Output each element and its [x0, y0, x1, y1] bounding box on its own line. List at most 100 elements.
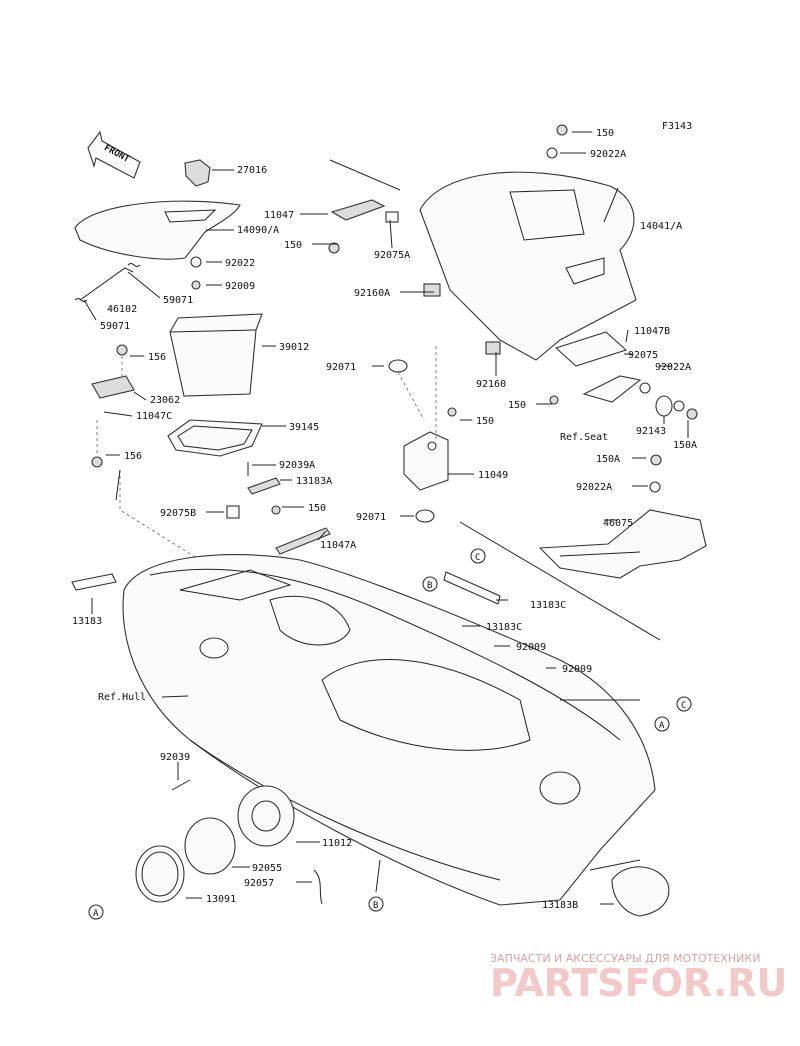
part-label: 92057 [244, 878, 274, 889]
seat-hinge-part [582, 375, 642, 403]
part-label: 92022A [655, 362, 691, 373]
callout-C-hull: C [676, 696, 692, 712]
part-label: 92039A [279, 460, 315, 471]
part-label: 92143 [636, 426, 666, 437]
bolt-92009-part [191, 280, 201, 290]
part-label: 92160A [354, 288, 390, 299]
part-label: 13183C [486, 622, 522, 633]
part-label: 13183B [542, 900, 578, 911]
washer-92022-part [190, 256, 202, 268]
part-label: 150A [673, 440, 697, 451]
latch-23062-part [91, 375, 135, 399]
part-label: 39145 [289, 422, 319, 433]
part-label: 156 [124, 451, 142, 462]
callout-B-strap: B [422, 576, 438, 592]
part-label: 11047B [634, 326, 670, 337]
gasket-39145-part [167, 419, 263, 457]
collar-92143-part [655, 395, 673, 417]
part-label: 46102 [107, 304, 137, 315]
spring-59071-part [127, 263, 141, 267]
watermark-tagline: ЗАПЧАСТИ И АКСЕССУАРЫ ДЛЯ МОТОТЕХНИКИ [490, 952, 760, 965]
part-label: 92075B [160, 508, 196, 519]
clip-27016-part [184, 159, 211, 187]
bolt-150A-r-part [686, 408, 698, 420]
part-label: 150 [596, 128, 614, 139]
part-label: 92071 [326, 362, 356, 373]
part-label: 92055 [252, 863, 282, 874]
part-label: 150 [476, 416, 494, 427]
part-label: 92071 [356, 512, 386, 523]
part-label: 92009 [516, 642, 546, 653]
part-label: 39012 [279, 342, 309, 353]
leader-lines [83, 131, 689, 905]
bracket-11047B-part [554, 331, 628, 367]
cap-92075-part [639, 382, 651, 394]
bolt-156-part [116, 344, 128, 356]
bracket-11049-part [403, 431, 449, 491]
part-label: 92022 [225, 258, 255, 269]
bolt-150-c-part [447, 407, 457, 417]
part-label: 13183C [530, 600, 566, 611]
bolt-150-mid-part [271, 505, 281, 515]
part-label: 11047C [136, 411, 172, 422]
assembly-line [397, 346, 437, 440]
part-label: 14090/A [237, 225, 279, 236]
cap-92075B-part [226, 505, 240, 519]
part-label: 13091 [206, 894, 236, 905]
part-label: 23062 [150, 395, 180, 406]
washer-92022A-top-part [546, 147, 558, 159]
part-label: 92009 [562, 664, 592, 675]
cable-92057-part [313, 869, 323, 905]
part-label: 156 [148, 352, 166, 363]
svg-text:C: C [475, 553, 480, 563]
part-label: 46075 [603, 518, 633, 529]
svg-text:A: A [93, 909, 99, 919]
bolt-150-left-part [328, 242, 340, 254]
part-label: 11047A [320, 540, 356, 551]
cap-92075A-part [385, 211, 399, 223]
part-label: 13183A [296, 476, 332, 487]
part-label: 59071 [163, 295, 193, 306]
svg-text:A: A [659, 721, 665, 731]
hull-part [122, 554, 656, 906]
callout-C-strap: C [470, 548, 486, 564]
diagram-code: F3143 [662, 121, 692, 132]
watermark-logo: PARTSFOR.RU [490, 961, 787, 1005]
part-label: 92022A [576, 482, 612, 493]
washer-92022A-r-part [673, 400, 685, 412]
tag-13183-part [71, 573, 117, 591]
part-label: 92009 [225, 281, 255, 292]
strap-13183A-part [247, 477, 281, 495]
hatch-13091-part [135, 845, 185, 903]
svg-text:B: B [373, 901, 378, 911]
part-label: 11047 [264, 210, 294, 221]
part-label: Ref.Seat [560, 432, 608, 443]
cover-11012-part [237, 785, 295, 847]
washer-92022A-b-part [649, 481, 661, 493]
rod-46102-part [79, 267, 134, 301]
pad-92160A-part [423, 283, 441, 297]
plate-11047A-part [275, 527, 331, 555]
ring-13183B-part [611, 866, 670, 917]
part-label: 150 [508, 400, 526, 411]
callout-B-hull: B [368, 896, 384, 912]
svg-text:C: C [681, 701, 686, 711]
part-label: 11049 [478, 470, 508, 481]
part-label: 92075 [628, 350, 658, 361]
svg-text:B: B [427, 581, 432, 591]
pin-92039-part [171, 779, 191, 791]
part-label: 92160 [476, 379, 506, 390]
assembly-line [96, 356, 201, 561]
part-label: 150 [284, 240, 302, 251]
part-label: 92039 [160, 752, 190, 763]
part-label: 14041/A [640, 221, 682, 232]
part-label: 150 [308, 503, 326, 514]
cover-14041A-part [419, 171, 637, 361]
callout-A-hatch: A [88, 904, 104, 920]
pad-92160-part [485, 341, 501, 355]
part-label: 92075A [374, 250, 410, 261]
grommet-92071b-part [415, 509, 435, 523]
bolt-150-r-part [549, 395, 559, 405]
oring-92055-part [184, 817, 236, 875]
front-arrow: FRONT [87, 130, 141, 179]
